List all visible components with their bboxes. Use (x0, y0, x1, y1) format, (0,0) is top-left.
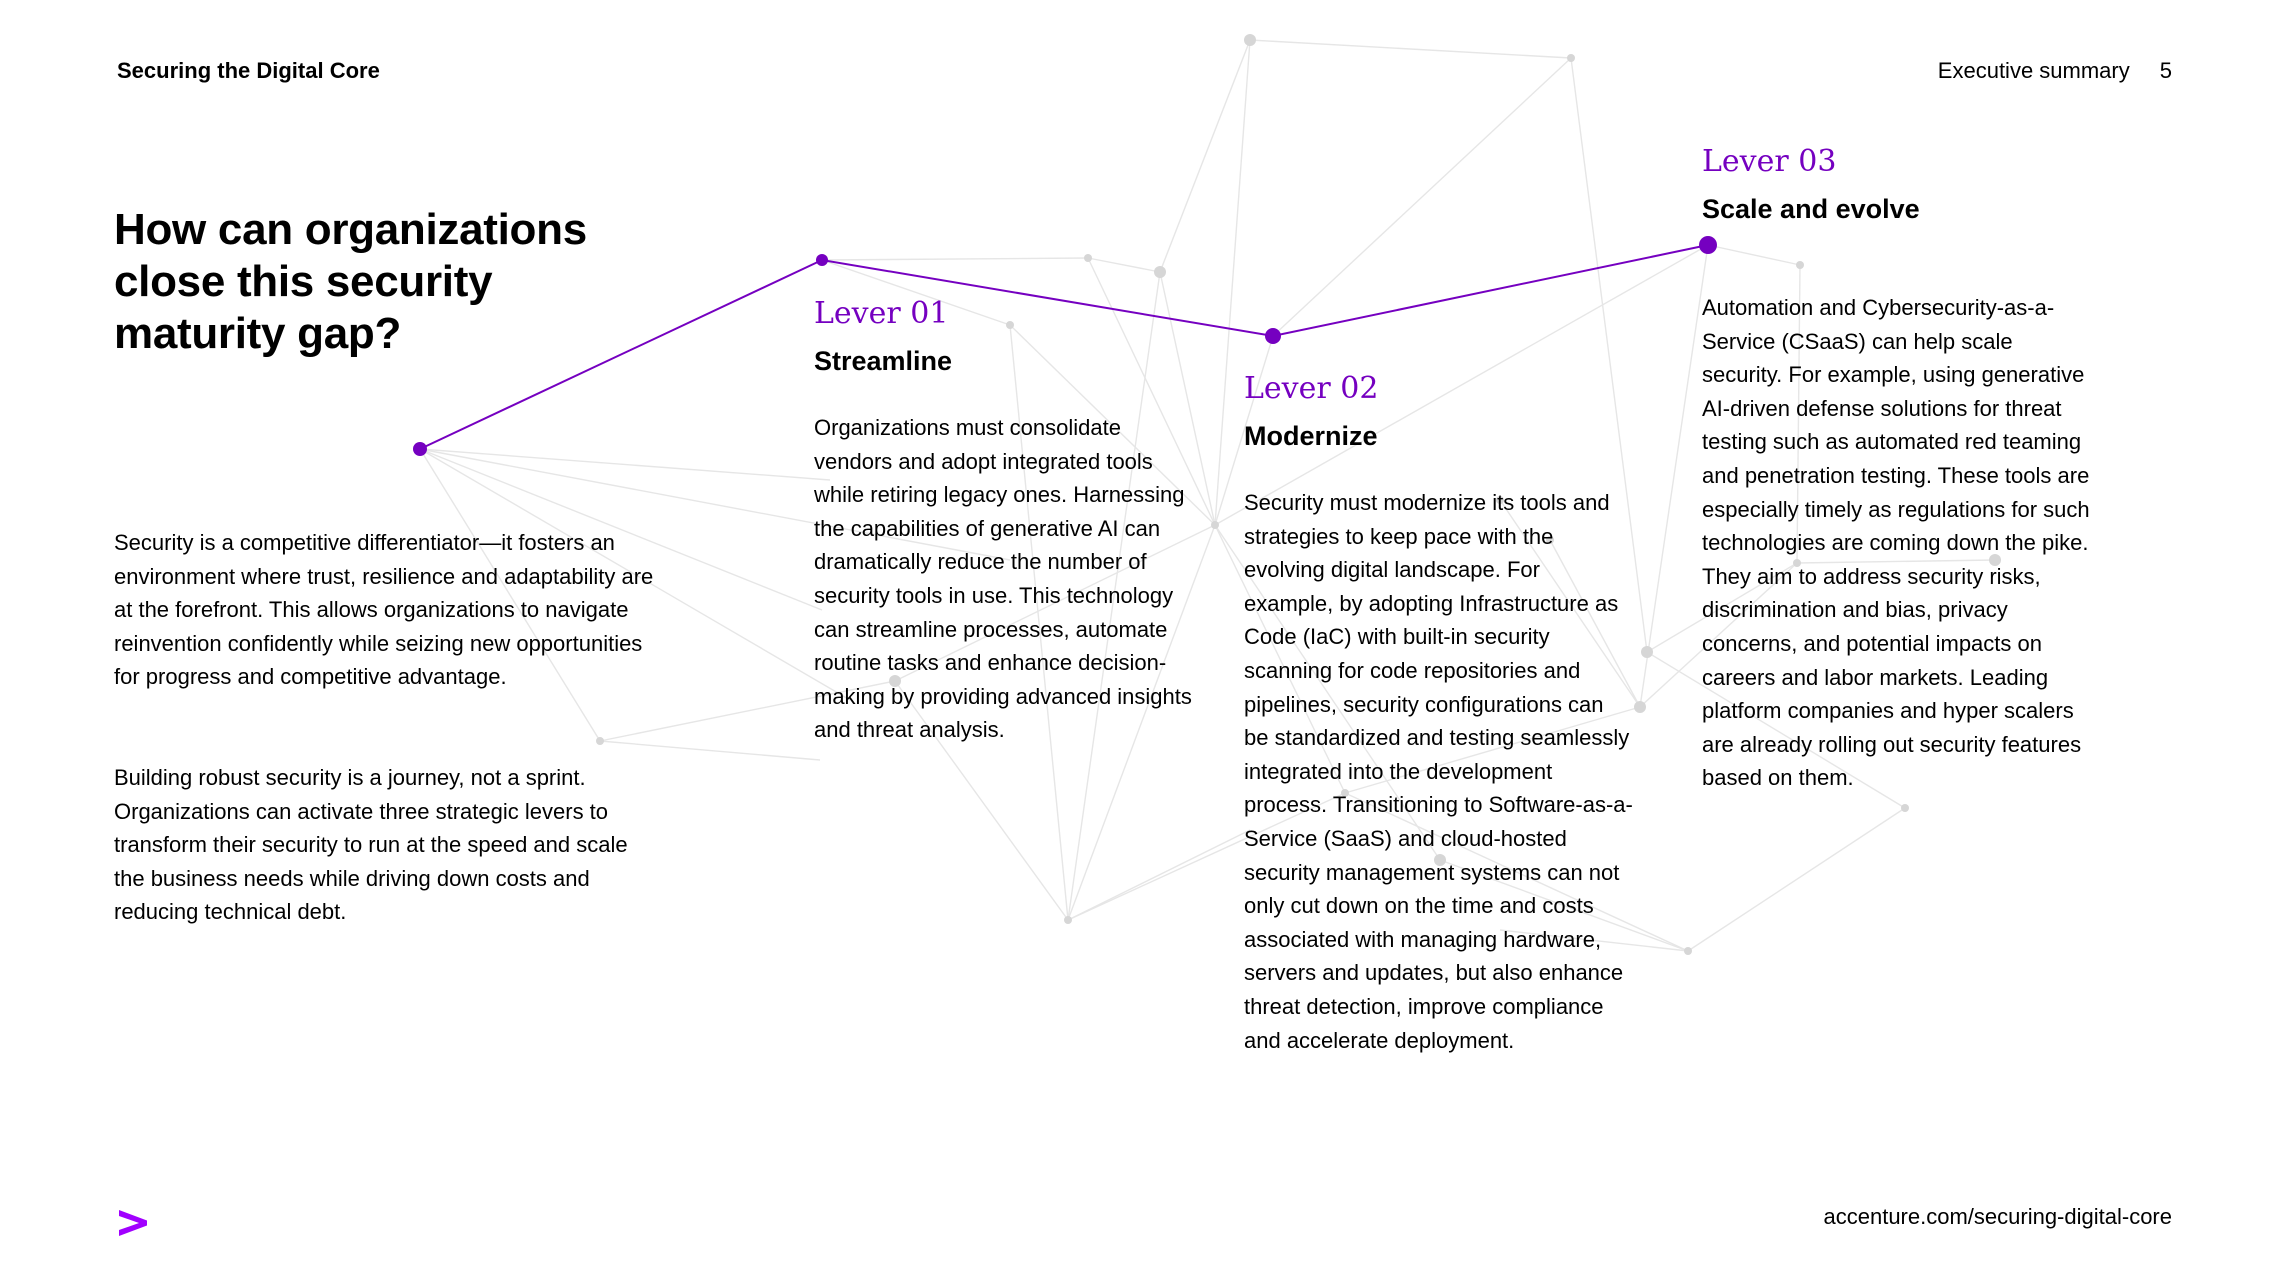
network-link (419, 448, 823, 611)
lever-01-title: Streamline (814, 346, 953, 376)
page-heading: How can organizations close this securit… (114, 205, 587, 358)
network-link (1344, 706, 1641, 794)
intro-paragraph-2: Building robust security is a journey, n… (114, 765, 628, 925)
accenture-chevron-icon (119, 1210, 147, 1236)
lever-03-text: Automation and Cybersecurity-as-a-Servic… (1702, 295, 2090, 791)
network-link (599, 680, 896, 742)
network-link (821, 257, 1089, 261)
network-node (1546, 536, 1554, 544)
lever-03-number: Lever 03 (1702, 144, 1837, 179)
network-link (1067, 524, 1216, 921)
network-link (1159, 271, 1216, 526)
network-link (1214, 335, 1274, 526)
network-link (1796, 264, 1801, 564)
network-node (1796, 261, 1804, 269)
lever-02-node (1265, 328, 1281, 344)
network-link (1646, 651, 1906, 809)
network-link (1067, 271, 1161, 921)
network-link (1214, 524, 1346, 794)
lever-01-number: Lever 01 (814, 296, 949, 331)
lever-03-title: Scale and evolve (1702, 194, 1920, 224)
network-link (1646, 562, 1798, 653)
network-link (894, 680, 1069, 921)
lever-02-title: Modernize (1244, 421, 1378, 451)
network-node (1434, 854, 1446, 866)
network-link (1707, 244, 1801, 266)
network-link (1249, 39, 1572, 59)
network-link (1639, 562, 1798, 708)
network-node (1641, 646, 1653, 658)
network-link (1067, 829, 1251, 921)
lever-03-node (1699, 236, 1717, 254)
footer-url: accenture.com/securing-digital-core (1823, 1204, 2173, 1229)
network-link (599, 740, 821, 761)
lever-01-text: Organizations must consolidate vendors a… (814, 415, 1192, 743)
section-name: Executive summary (1937, 58, 2130, 83)
network-node (1567, 54, 1575, 62)
network-node (1006, 321, 1014, 329)
network-link (1067, 792, 1346, 921)
document-title: Securing the Digital Core (117, 58, 380, 83)
network-node (1496, 496, 1504, 504)
network-link (1687, 807, 1906, 952)
network-link (1214, 524, 1441, 861)
network-node (1901, 804, 1909, 812)
page-header-right: Executive summary 5 (1938, 58, 2172, 84)
network-link (1344, 792, 1689, 952)
network-link (1549, 539, 1641, 708)
intro-paragraph-1: Security is a competitive differentiator… (114, 530, 654, 690)
network-node (1684, 947, 1692, 955)
network-link (1499, 929, 1689, 952)
network-node (889, 675, 901, 687)
network-link (1009, 324, 1216, 526)
network-link (894, 524, 1216, 682)
network-link (1087, 257, 1216, 526)
lever-01-node (816, 254, 828, 266)
network-link (1570, 57, 1648, 653)
network-link (1087, 257, 1161, 273)
lever-02-text: Security must modernize its tools and st… (1244, 490, 1633, 1053)
network-link (1214, 39, 1251, 526)
network-node (1211, 521, 1219, 529)
page-number: 5 (2159, 58, 2172, 83)
network-node (1244, 34, 1256, 46)
network-link (419, 448, 851, 701)
network-node (1084, 254, 1092, 262)
lever-02-number: Lever 02 (1244, 371, 1379, 406)
network-link (419, 448, 1011, 561)
network-link (419, 448, 831, 481)
network-node (1634, 701, 1646, 713)
network-link (821, 259, 1011, 326)
network-link (1639, 244, 1709, 708)
network-link (1439, 859, 1689, 952)
network-link (1499, 499, 1641, 708)
start-node (413, 442, 427, 456)
network-node (1154, 266, 1166, 278)
network-node (596, 737, 604, 745)
network-node (1793, 559, 1801, 567)
network-link (419, 448, 601, 742)
lever-path-line (419, 244, 1709, 450)
network-node (1341, 789, 1349, 797)
network-link (1159, 39, 1251, 273)
network-link (1214, 244, 1709, 526)
network-link (1009, 324, 1069, 921)
network-node (1989, 554, 2001, 566)
network-link (1796, 559, 1996, 564)
network-link (1272, 57, 1572, 337)
network-node (1064, 916, 1072, 924)
